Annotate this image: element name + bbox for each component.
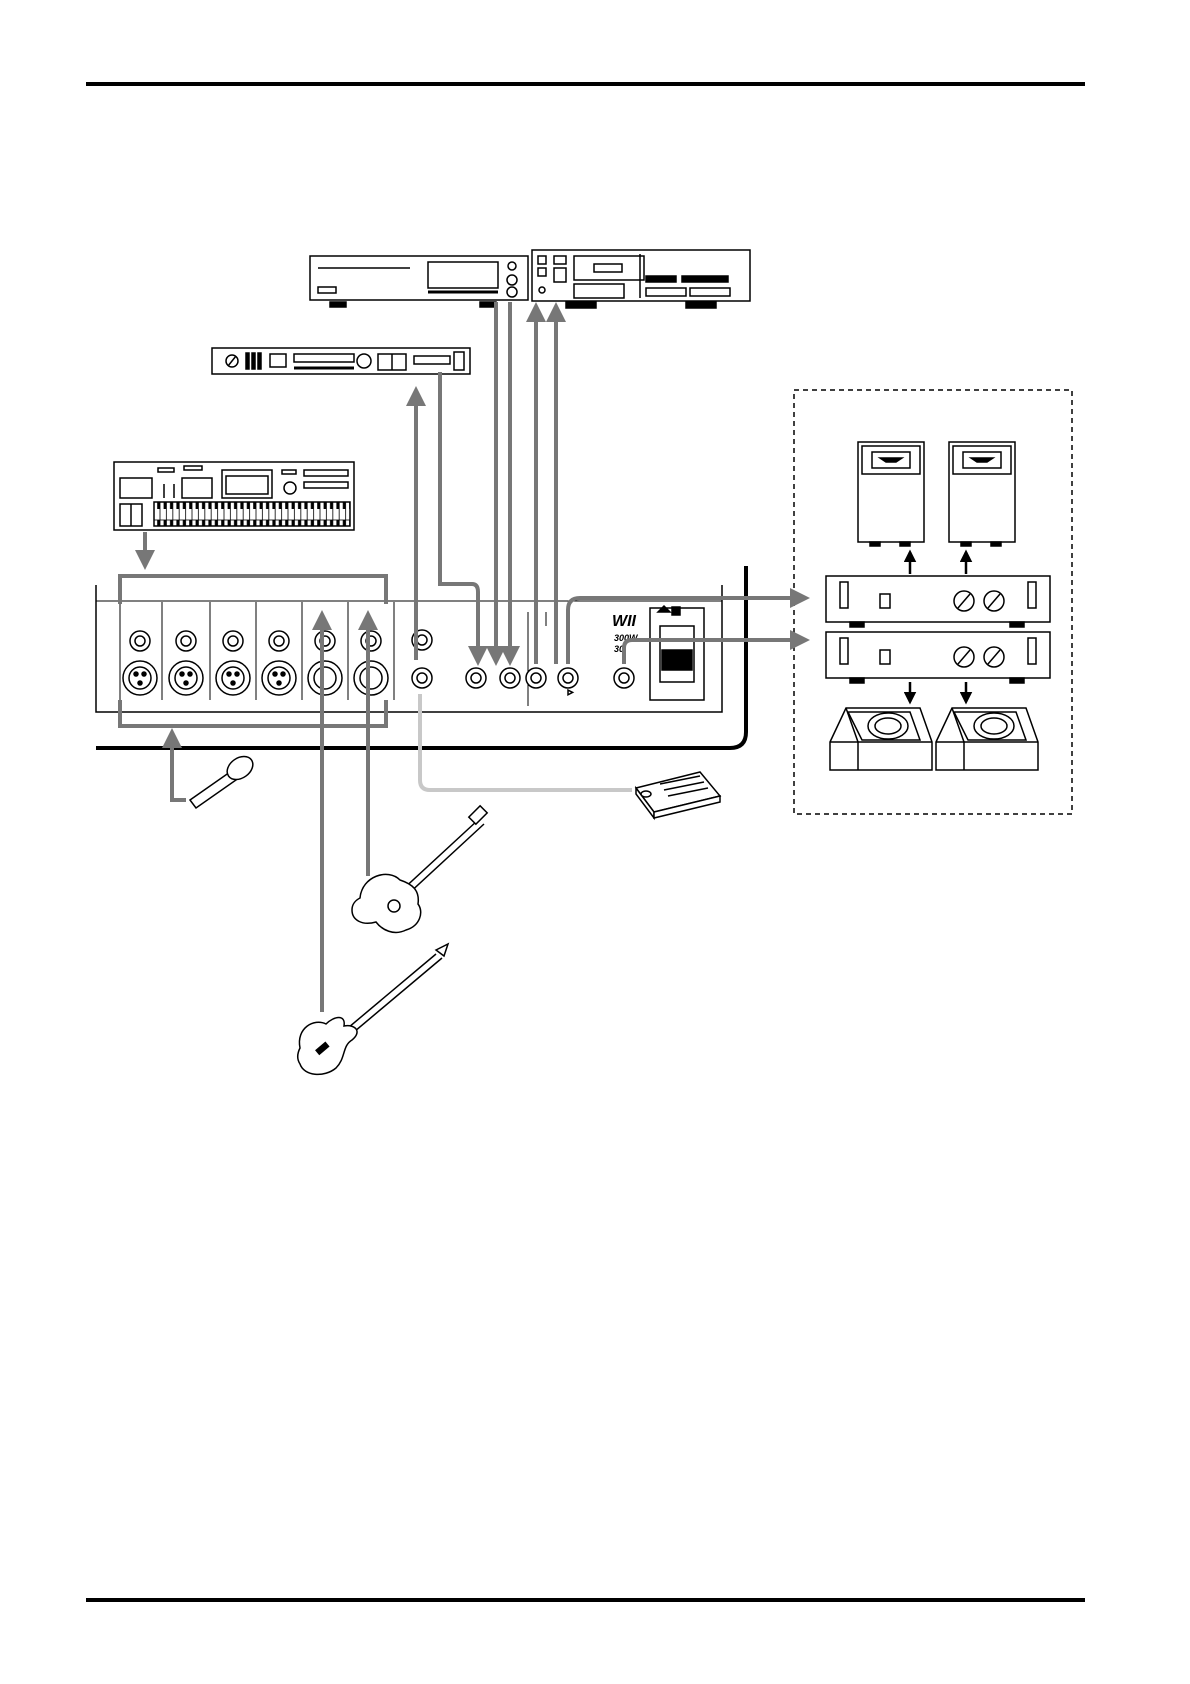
cd-knob-icon	[508, 262, 516, 270]
effects-processor	[212, 348, 470, 374]
amp-logo: WII	[612, 613, 637, 630]
acoustic-guitar-icon	[352, 806, 487, 933]
power-amp-upper	[826, 576, 1050, 627]
main-speaker-right	[949, 442, 1015, 546]
microphone-icon	[190, 752, 257, 808]
keyboard-synth	[114, 462, 354, 530]
svg-text:▶: ▶	[568, 690, 573, 696]
monitor-wedge-right	[936, 708, 1038, 770]
monitor-wedge-left	[830, 708, 932, 770]
speaker-feed-arrows	[910, 552, 966, 702]
cassette-deck	[532, 250, 750, 308]
footswitch-icon	[636, 772, 720, 818]
footswitch-cable	[420, 694, 632, 790]
cd-player	[310, 256, 528, 307]
main-speaker-left	[858, 442, 924, 546]
footer-rule	[86, 1598, 1085, 1602]
power-amp-lower	[826, 632, 1050, 683]
